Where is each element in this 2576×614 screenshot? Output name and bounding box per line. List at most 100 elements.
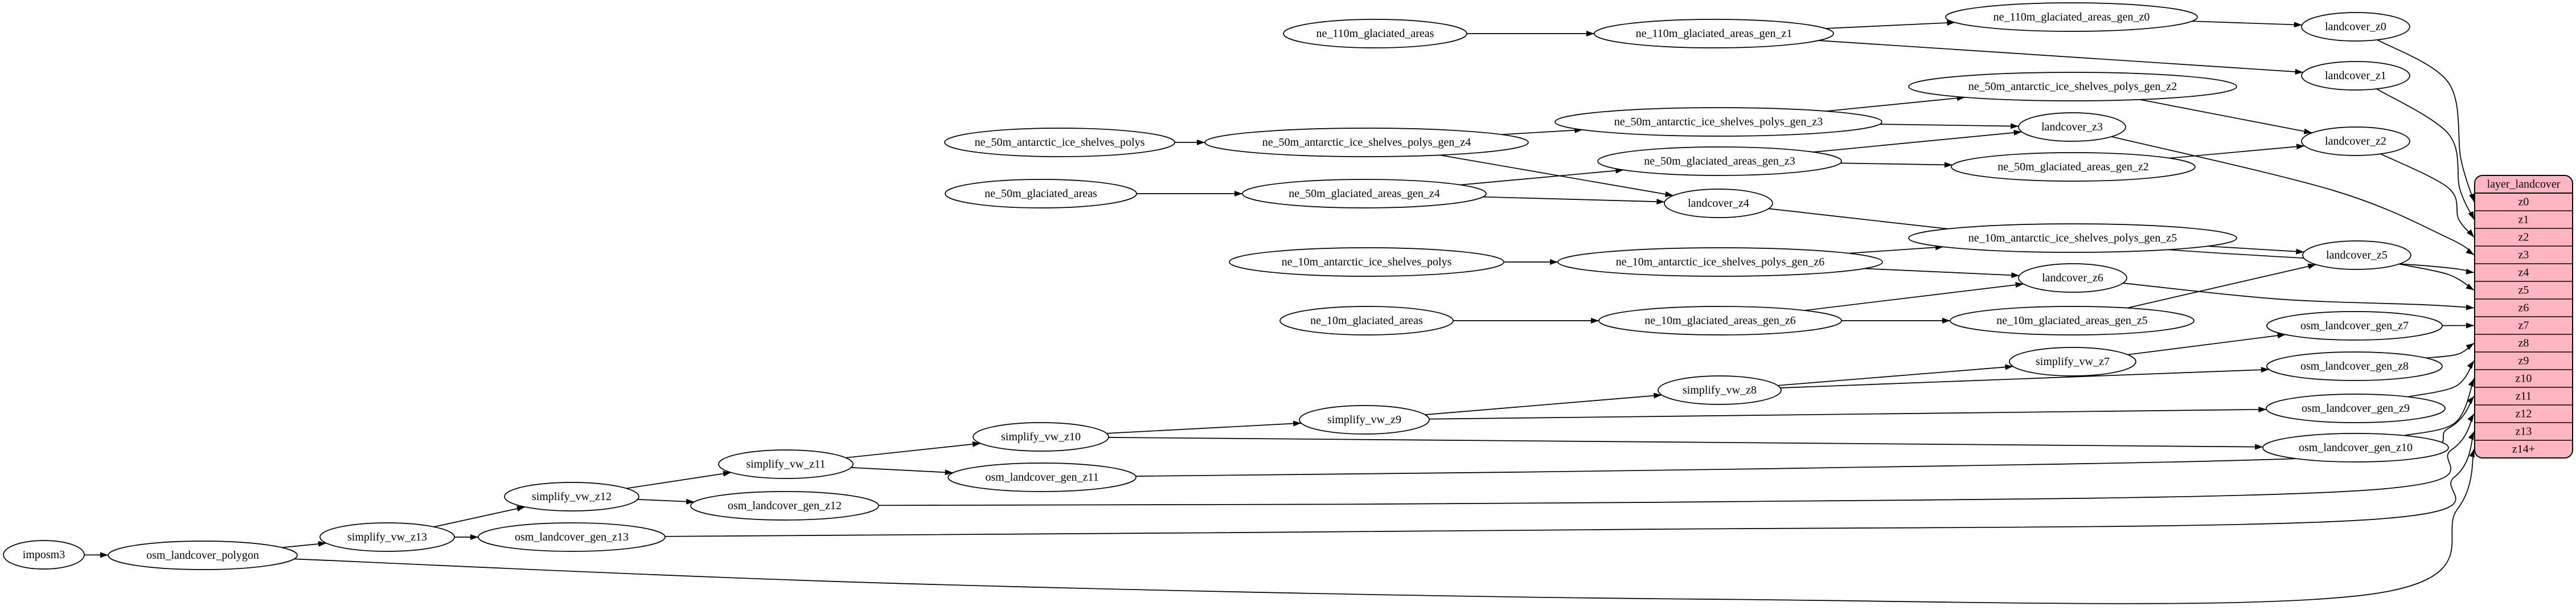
- node-label-osm_landcover_gen_z12: osm_landcover_gen_z12: [728, 500, 842, 512]
- node-ne_10m_glaciated_areas_gen_z5: ne_10m_glaciated_areas_gen_z5: [1950, 306, 2194, 335]
- table-row-z6: z6: [2518, 302, 2529, 314]
- node-osm_landcover_polygon: osm_landcover_polygon: [108, 541, 297, 570]
- node-osm_landcover_gen_z11: osm_landcover_gen_z11: [948, 463, 1136, 492]
- arrowhead-osm_landcover_gen_z9-to-row-z9: [2467, 361, 2474, 369]
- node-label-ne_50m_glaciated_areas_gen_z3: ne_50m_glaciated_areas_gen_z3: [1644, 155, 1795, 167]
- arrowhead-ne_110m_glaciated_areas_gen_z0-to-landcover_z0: [2294, 22, 2302, 27]
- node-ne_50m_antarctic_ice_shelves_polys_gen_z4: ne_50m_antarctic_ice_shelves_polys_gen_z…: [1205, 128, 1528, 157]
- node-osm_landcover_gen_z13: osm_landcover_gen_z13: [478, 523, 665, 551]
- edge-ne_50m_glaciated_areas_gen_z3-to-ne_50m_glaciated_areas_gen_z2: [1840, 163, 1952, 165]
- edge-ne_50m_antarctic_ice_shelves_polys_gen_z3-to-landcover_z3: [1880, 124, 2019, 126]
- node-label-landcover_z6: landcover_z6: [2042, 272, 2103, 284]
- edge-landcover_z5-to-row-z5: [2399, 264, 2474, 290]
- node-landcover_z6: landcover_z6: [2019, 264, 2127, 292]
- node-label-ne_110m_glaciated_areas_gen_z0: ne_110m_glaciated_areas_gen_z0: [1993, 11, 2150, 23]
- node-landcover_z3: landcover_z3: [2019, 113, 2126, 141]
- edge-simplify_vw_z11-to-simplify_vw_z10: [846, 443, 981, 457]
- edge-landcover_z2-to-row-z2: [2381, 154, 2474, 237]
- node-label-ne_10m_antarctic_ice_shelves_polys_gen_z6: ne_10m_antarctic_ice_shelves_polys_gen_z…: [1616, 256, 1825, 268]
- table-row-z2: z2: [2518, 231, 2529, 244]
- node-ne_110m_glaciated_areas_gen_z0: ne_110m_glaciated_areas_gen_z0: [1946, 3, 2197, 31]
- node-label-simplify_vw_z13: simplify_vw_z13: [347, 531, 427, 543]
- edge-simplify_vw_z7-to-osm_landcover_gen_z7: [2128, 334, 2286, 354]
- edge-landcover_z1-to-row-z1: [2377, 89, 2474, 220]
- node-ne_10m_glaciated_areas: ne_10m_glaciated_areas: [1280, 306, 1453, 335]
- arrowhead-osm_landcover_gen_z13-to-row-z13: [2468, 432, 2474, 440]
- edge-osm_landcover_gen_z12-to-row-z12: [879, 414, 2474, 506]
- layer-table-title: layer_landcover: [2487, 178, 2561, 191]
- node-label-ne_50m_antarctic_ice_shelves_polys: ne_50m_antarctic_ice_shelves_polys: [975, 136, 1145, 149]
- edge-simplify_vw_z9-to-osm_landcover_gen_z9: [1429, 410, 2267, 419]
- table-row-z9: z9: [2518, 355, 2529, 367]
- node-simplify_vw_z13: simplify_vw_z13: [320, 523, 454, 551]
- node-osm_landcover_gen_z9: osm_landcover_gen_z9: [2266, 394, 2445, 423]
- arrowhead-osm_landcover_gen_z12-to-row-z12: [2467, 414, 2474, 423]
- edge-ne_110m_glaciated_areas_gen_z1-to-landcover_z1: [1819, 40, 2303, 72]
- node-label-ne_50m_glaciated_areas: ne_50m_glaciated_areas: [985, 187, 1097, 200]
- node-label-ne_10m_glaciated_areas: ne_10m_glaciated_areas: [1310, 314, 1423, 327]
- node-label-ne_50m_glaciated_areas_gen_z2: ne_50m_glaciated_areas_gen_z2: [1997, 161, 2148, 173]
- node-ne_110m_glaciated_areas_gen_z1: ne_110m_glaciated_areas_gen_z1: [1594, 19, 1833, 48]
- node-label-osm_landcover_gen_z7: osm_landcover_gen_z7: [2300, 320, 2409, 332]
- node-label-osm_landcover_polygon: osm_landcover_polygon: [146, 549, 259, 562]
- node-label-simplify_vw_z8: simplify_vw_z8: [1683, 384, 1757, 396]
- node-ne_50m_antarctic_ice_shelves_polys_gen_z3: ne_50m_antarctic_ice_shelves_polys_gen_z…: [1555, 108, 1882, 136]
- node-osm_landcover_gen_z10: osm_landcover_gen_z10: [2263, 433, 2448, 462]
- node-landcover_z0: landcover_z0: [2302, 13, 2410, 41]
- arrowhead-simplify_vw_z13-to-osm_landcover_gen_z13: [470, 534, 478, 540]
- node-label-imposm3: imposm3: [23, 548, 65, 561]
- edge-ne_10m_antarctic_ice_shelves_polys_gen_z6-to-landcover_z6: [1864, 269, 2019, 276]
- arrowhead-ne_50m_antarctic_ice_shelves_polys_gen_z3-to-landcover_z3: [2011, 123, 2019, 129]
- table-row-z11: z11: [2516, 390, 2532, 403]
- node-osm_landcover_gen_z8: osm_landcover_gen_z8: [2267, 352, 2442, 380]
- nodes: imposm3 osm_landcover_polygon simplify_vw_…: [3, 3, 2448, 570]
- node-label-landcover_z4: landcover_z4: [1688, 197, 1749, 210]
- arrowhead-landcover_z0-to-row-z0: [2469, 194, 2475, 202]
- node-ne_50m_glaciated_areas: ne_50m_glaciated_areas: [945, 179, 1137, 208]
- edge-ne_10m_antarctic_ice_shelves_polys_gen_z5-to-landcover_z5: [2208, 246, 2304, 252]
- arrowhead-simplify_vw_z10-to-osm_landcover_gen_z10: [2255, 444, 2263, 450]
- node-ne_110m_glaciated_areas: ne_110m_glaciated_areas: [1283, 19, 1467, 48]
- layer-table: layer_landcoverz0z1z2z3z4z5z6z7z8z9z10z1…: [2475, 175, 2573, 458]
- node-label-osm_landcover_gen_z10: osm_landcover_gen_z10: [2299, 441, 2413, 454]
- edge-landcover_z0-to-row-z0: [2377, 40, 2474, 202]
- edge-simplify_vw_z9-to-simplify_vw_z8: [1425, 395, 1662, 415]
- node-simplify_vw_z12: simplify_vw_z12: [504, 482, 639, 511]
- node-label-ne_10m_glaciated_areas_gen_z5: ne_10m_glaciated_areas_gen_z5: [1996, 314, 2147, 327]
- node-label-landcover_z5: landcover_z5: [2326, 249, 2388, 261]
- table-row-z8: z8: [2518, 337, 2529, 350]
- node-label-ne_50m_antarctic_ice_shelves_polys_gen_z3: ne_50m_antarctic_ice_shelves_polys_gen_z…: [1614, 116, 1823, 128]
- node-simplify_vw_z10: simplify_vw_z10: [973, 423, 1109, 451]
- edge-ne_50m_glaciated_areas_gen_z2-to-landcover_z2: [2169, 146, 2304, 158]
- node-label-osm_landcover_gen_z11: osm_landcover_gen_z11: [985, 471, 1098, 484]
- node-label-simplify_vw_z9: simplify_vw_z9: [1327, 414, 1401, 426]
- edge-simplify_vw_z10-to-osm_landcover_gen_z10: [1109, 437, 2263, 447]
- node-label-simplify_vw_z12: simplify_vw_z12: [532, 490, 612, 503]
- arrowhead-landcover_z1-to-row-z1: [2468, 211, 2474, 220]
- edge-ne_110m_glaciated_areas_gen_z0-to-landcover_z0: [2192, 21, 2302, 25]
- node-landcover_z4: landcover_z4: [1664, 189, 1773, 218]
- arrowhead-imposm3-to-osm_landcover_polygon: [100, 552, 108, 558]
- node-label-landcover_z0: landcover_z0: [2325, 21, 2386, 33]
- arrowhead-simplify_vw_z9-to-osm_landcover_gen_z9: [2258, 407, 2266, 412]
- edge-simplify_vw_z11-to-osm_landcover_gen_z11: [851, 468, 953, 473]
- node-ne_10m_antarctic_ice_shelves_polys_gen_z5: ne_10m_antarctic_ice_shelves_polys_gen_z…: [1909, 224, 2237, 252]
- node-simplify_vw_z9: simplify_vw_z9: [1299, 406, 1429, 434]
- node-ne_10m_glaciated_areas_gen_z6: ne_10m_glaciated_areas_gen_z6: [1599, 306, 1841, 335]
- node-simplify_vw_z8: simplify_vw_z8: [1658, 376, 1781, 404]
- node-ne_10m_antarctic_ice_shelves_polys_gen_z6: ne_10m_antarctic_ice_shelves_polys_gen_z…: [1558, 248, 1882, 276]
- edge-ne_50m_antarctic_ice_shelves_polys_gen_z3-to-ne_50m_antarctic_ice_shelves_polys_gen_z2: [1826, 97, 1965, 111]
- arrowhead-osm_landcover_gen_z7-to-row-z7: [2466, 323, 2474, 329]
- arrowhead-landcover_z4-to-row-z4: [2466, 269, 2474, 275]
- node-landcover_z5: landcover_z5: [2303, 241, 2411, 269]
- edge-ne_110m_glaciated_areas_gen_z1-to-ne_110m_glaciated_areas_gen_z0: [1826, 22, 1955, 28]
- arrowhead-ne_110m_glaciated_areas-to-ne_110m_glaciated_areas_gen_z1: [1586, 31, 1594, 36]
- table-row-z10: z10: [2516, 373, 2532, 385]
- table-row-z7: z7: [2518, 320, 2529, 332]
- node-label-osm_landcover_gen_z13: osm_landcover_gen_z13: [515, 531, 629, 543]
- arrowhead-landcover_z3-to-row-z3: [2466, 248, 2474, 255]
- arrowhead-osm_landcover_gen_z10-to-row-z10: [2468, 379, 2474, 387]
- node-label-osm_landcover_gen_z8: osm_landcover_gen_z8: [2300, 360, 2409, 373]
- edge-ne_10m_antarctic_ice_shelves_polys_gen_z6-to-ne_10m_antarctic_ice_shelves_polys_gen_z5: [1848, 247, 1943, 253]
